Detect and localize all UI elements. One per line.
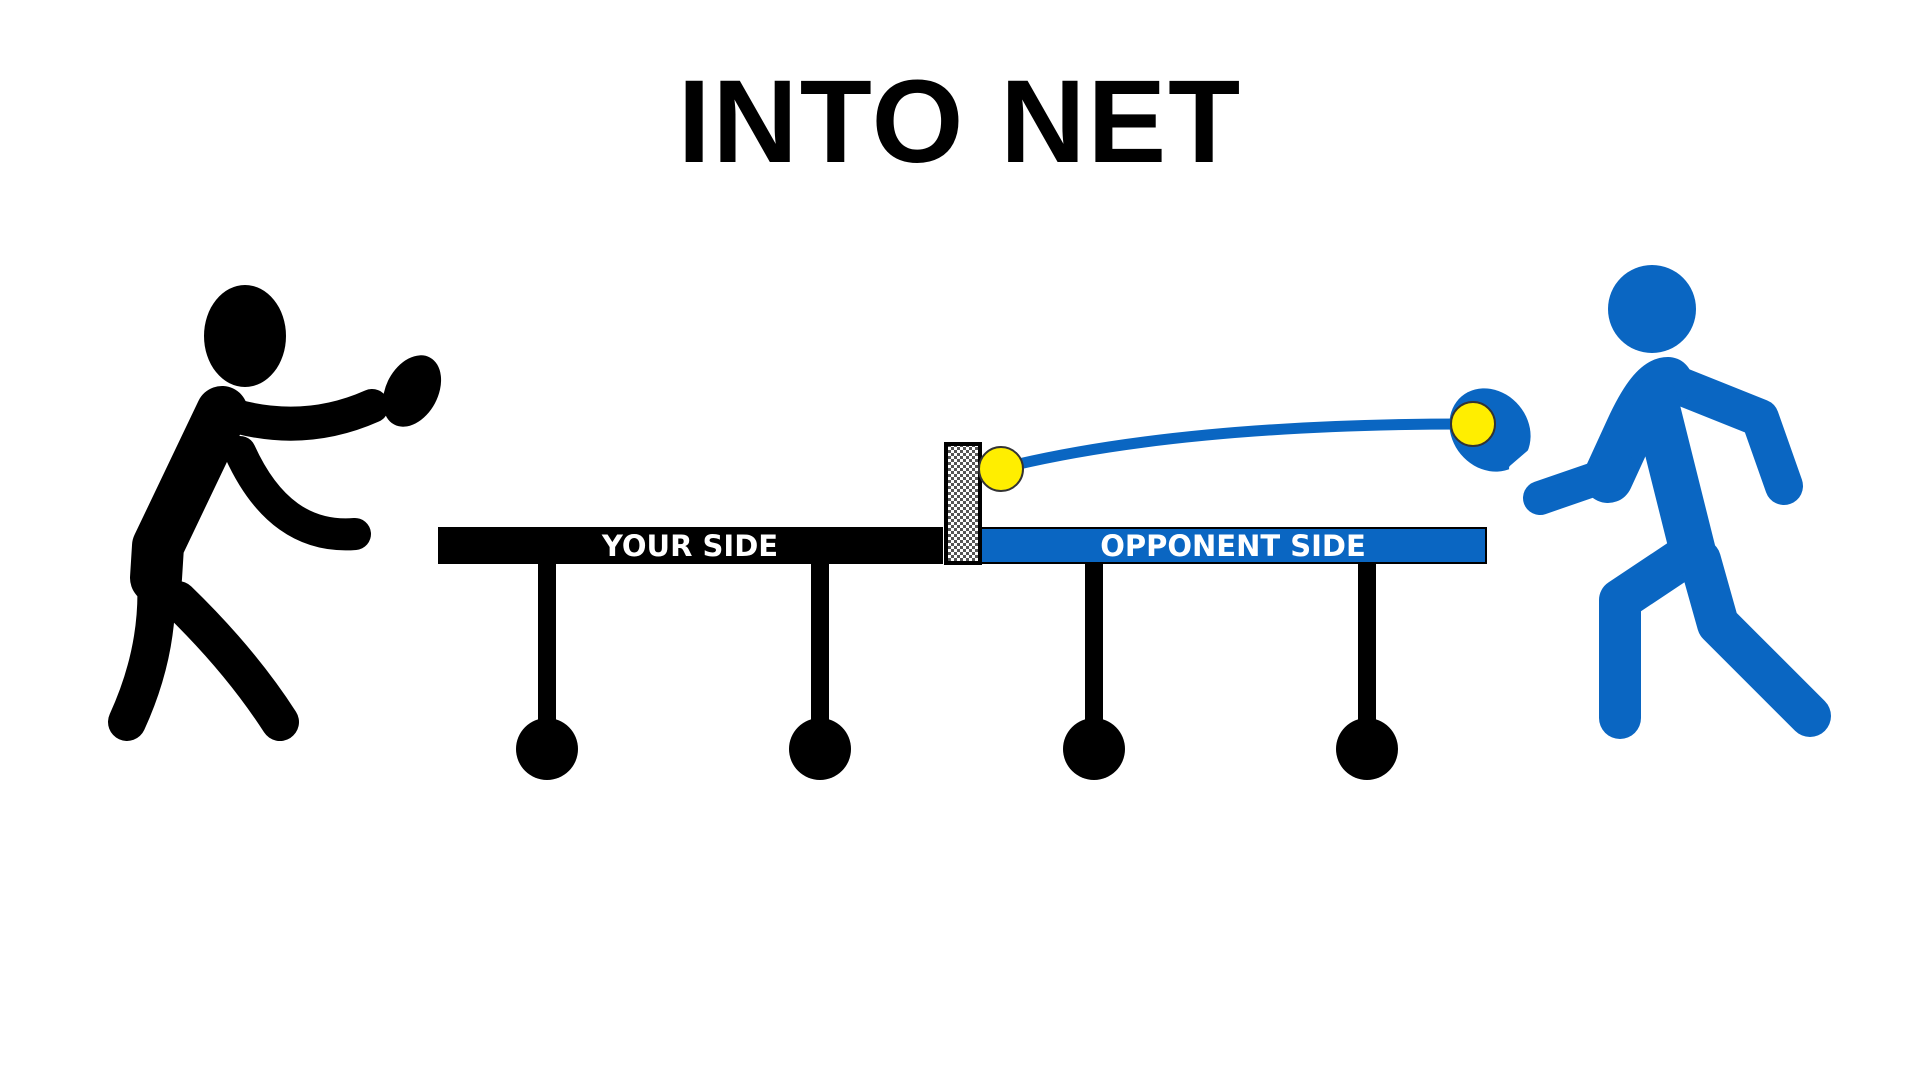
table-leg: [811, 563, 829, 743]
ping-pong-ball-icon: [978, 446, 1024, 492]
table-leg-foot: [516, 718, 578, 780]
player-head: [204, 285, 286, 387]
player-stick-figure-icon: [108, 285, 442, 741]
net-icon: [944, 442, 982, 565]
table-leg: [1358, 563, 1376, 743]
ball-trajectory-line: [996, 418, 1472, 474]
table-legs: [516, 563, 1398, 780]
opponent-head: [1608, 265, 1696, 353]
table-opponent-side: [980, 527, 1487, 564]
opponent-stick-figure-icon: [1449, 265, 1831, 739]
opponent-side-label: OPPONENT SIDE: [1100, 529, 1366, 563]
table-your-side: [438, 527, 943, 564]
your-side-label: YOUR SIDE: [601, 529, 778, 563]
diagram-title: INTO NET: [677, 56, 1243, 188]
table-leg-foot: [789, 718, 851, 780]
ping-pong-ball-icon: [1450, 401, 1496, 447]
table-leg-foot: [1063, 718, 1125, 780]
table-leg: [1085, 563, 1103, 743]
paddle-icon: [382, 355, 442, 427]
table-leg: [538, 563, 556, 743]
table-leg-foot: [1336, 718, 1398, 780]
